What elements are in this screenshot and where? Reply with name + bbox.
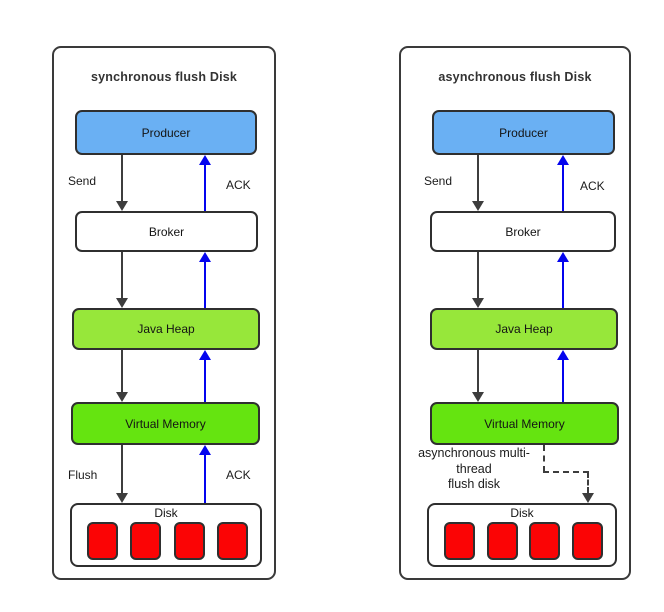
disk-blocks [72,520,260,560]
disk-blocks [429,520,615,560]
ack-arrow-vm-to-heap [557,350,569,402]
heap-to-vm-arrow [116,350,128,402]
node-producer: Producer [75,110,257,155]
ack-arrow-broker-to-producer [199,155,211,211]
send-arrow [472,155,484,211]
async-flush-note: asynchronous multi- thread flush disk [405,446,543,493]
disk-block [529,522,561,560]
broker-to-heap-arrow [116,252,128,308]
ack-label-top: ACK [226,178,251,192]
node-disk: Disk [70,503,262,567]
ack-arrow-heap-to-broker [199,252,211,308]
node-broker: Broker [75,211,258,252]
ack-arrow-heap-to-broker [557,252,569,308]
disk-block [173,522,205,560]
disk-label: Disk [154,506,178,520]
ack-arrow-vm-to-heap [199,350,211,402]
ack-arrow-broker-to-producer [557,155,569,211]
async-flush-connector-segment [543,471,589,473]
flush-label: Flush [68,468,98,482]
panel-title: synchronous flush Disk [90,70,238,84]
async-flush-note-line: thread [456,461,492,476]
async-flush-note-line: flush disk [447,477,501,491]
node-virtual-memory: Virtual Memory [430,402,619,445]
async-flush-note-line: asynchronous multi- [418,446,530,460]
disk-block [130,522,162,560]
heap-to-vm-arrow [472,350,484,402]
disk-label: Disk [510,506,534,520]
ack-label-top: ACK [580,179,605,193]
node-java-heap: Java Heap [72,308,260,350]
node-virtual-memory: Virtual Memory [71,402,260,445]
async-flush-connector-segment [587,472,589,493]
disk-block [444,522,475,560]
flush-arrow [116,445,128,503]
disk-block [571,522,603,560]
async-flush-arrow-head [582,493,594,503]
send-arrow [116,155,128,211]
node-producer: Producer [432,110,615,155]
broker-to-heap-arrow [472,252,484,308]
node-disk: Disk [427,503,617,567]
panel-asynchronous-flush: asynchronous flush Disk Producer Broker … [399,46,631,580]
send-label: Send [68,174,97,188]
ack-arrow-disk-to-vm [199,445,211,503]
panel-synchronous-flush: synchronous flush Disk Producer Broker J… [52,46,276,580]
node-java-heap: Java Heap [430,308,618,350]
panel-title: asynchronous flush Disk [438,70,592,84]
async-flush-connector-segment [543,445,545,472]
send-label: Send [424,174,453,188]
ack-label-bottom: ACK [226,468,251,482]
node-broker: Broker [430,211,616,252]
disk-block [486,522,518,560]
disk-block [216,522,248,560]
disk-block [87,522,118,560]
